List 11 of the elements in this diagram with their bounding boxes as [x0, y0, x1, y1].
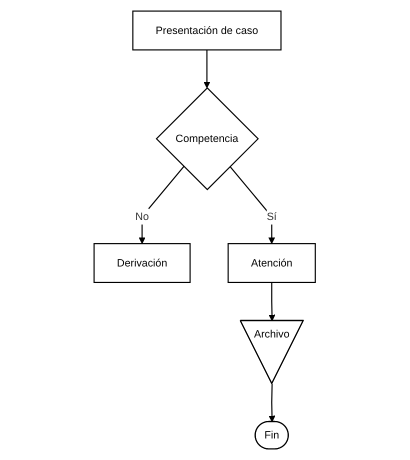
- node-diamond: Competencia: [156, 87, 260, 190]
- edge-label: No: [136, 210, 150, 222]
- node-box: Derivación: [94, 243, 191, 283]
- arrow: [204, 50, 211, 88]
- arrow: [139, 166, 185, 244]
- arrow: [268, 384, 276, 422]
- arrow: [268, 282, 276, 322]
- node-box: Presentación de caso: [132, 10, 282, 50]
- node-box: Atención: [228, 243, 316, 283]
- edge-label: Sí: [266, 210, 278, 222]
- arrow: [230, 166, 276, 244]
